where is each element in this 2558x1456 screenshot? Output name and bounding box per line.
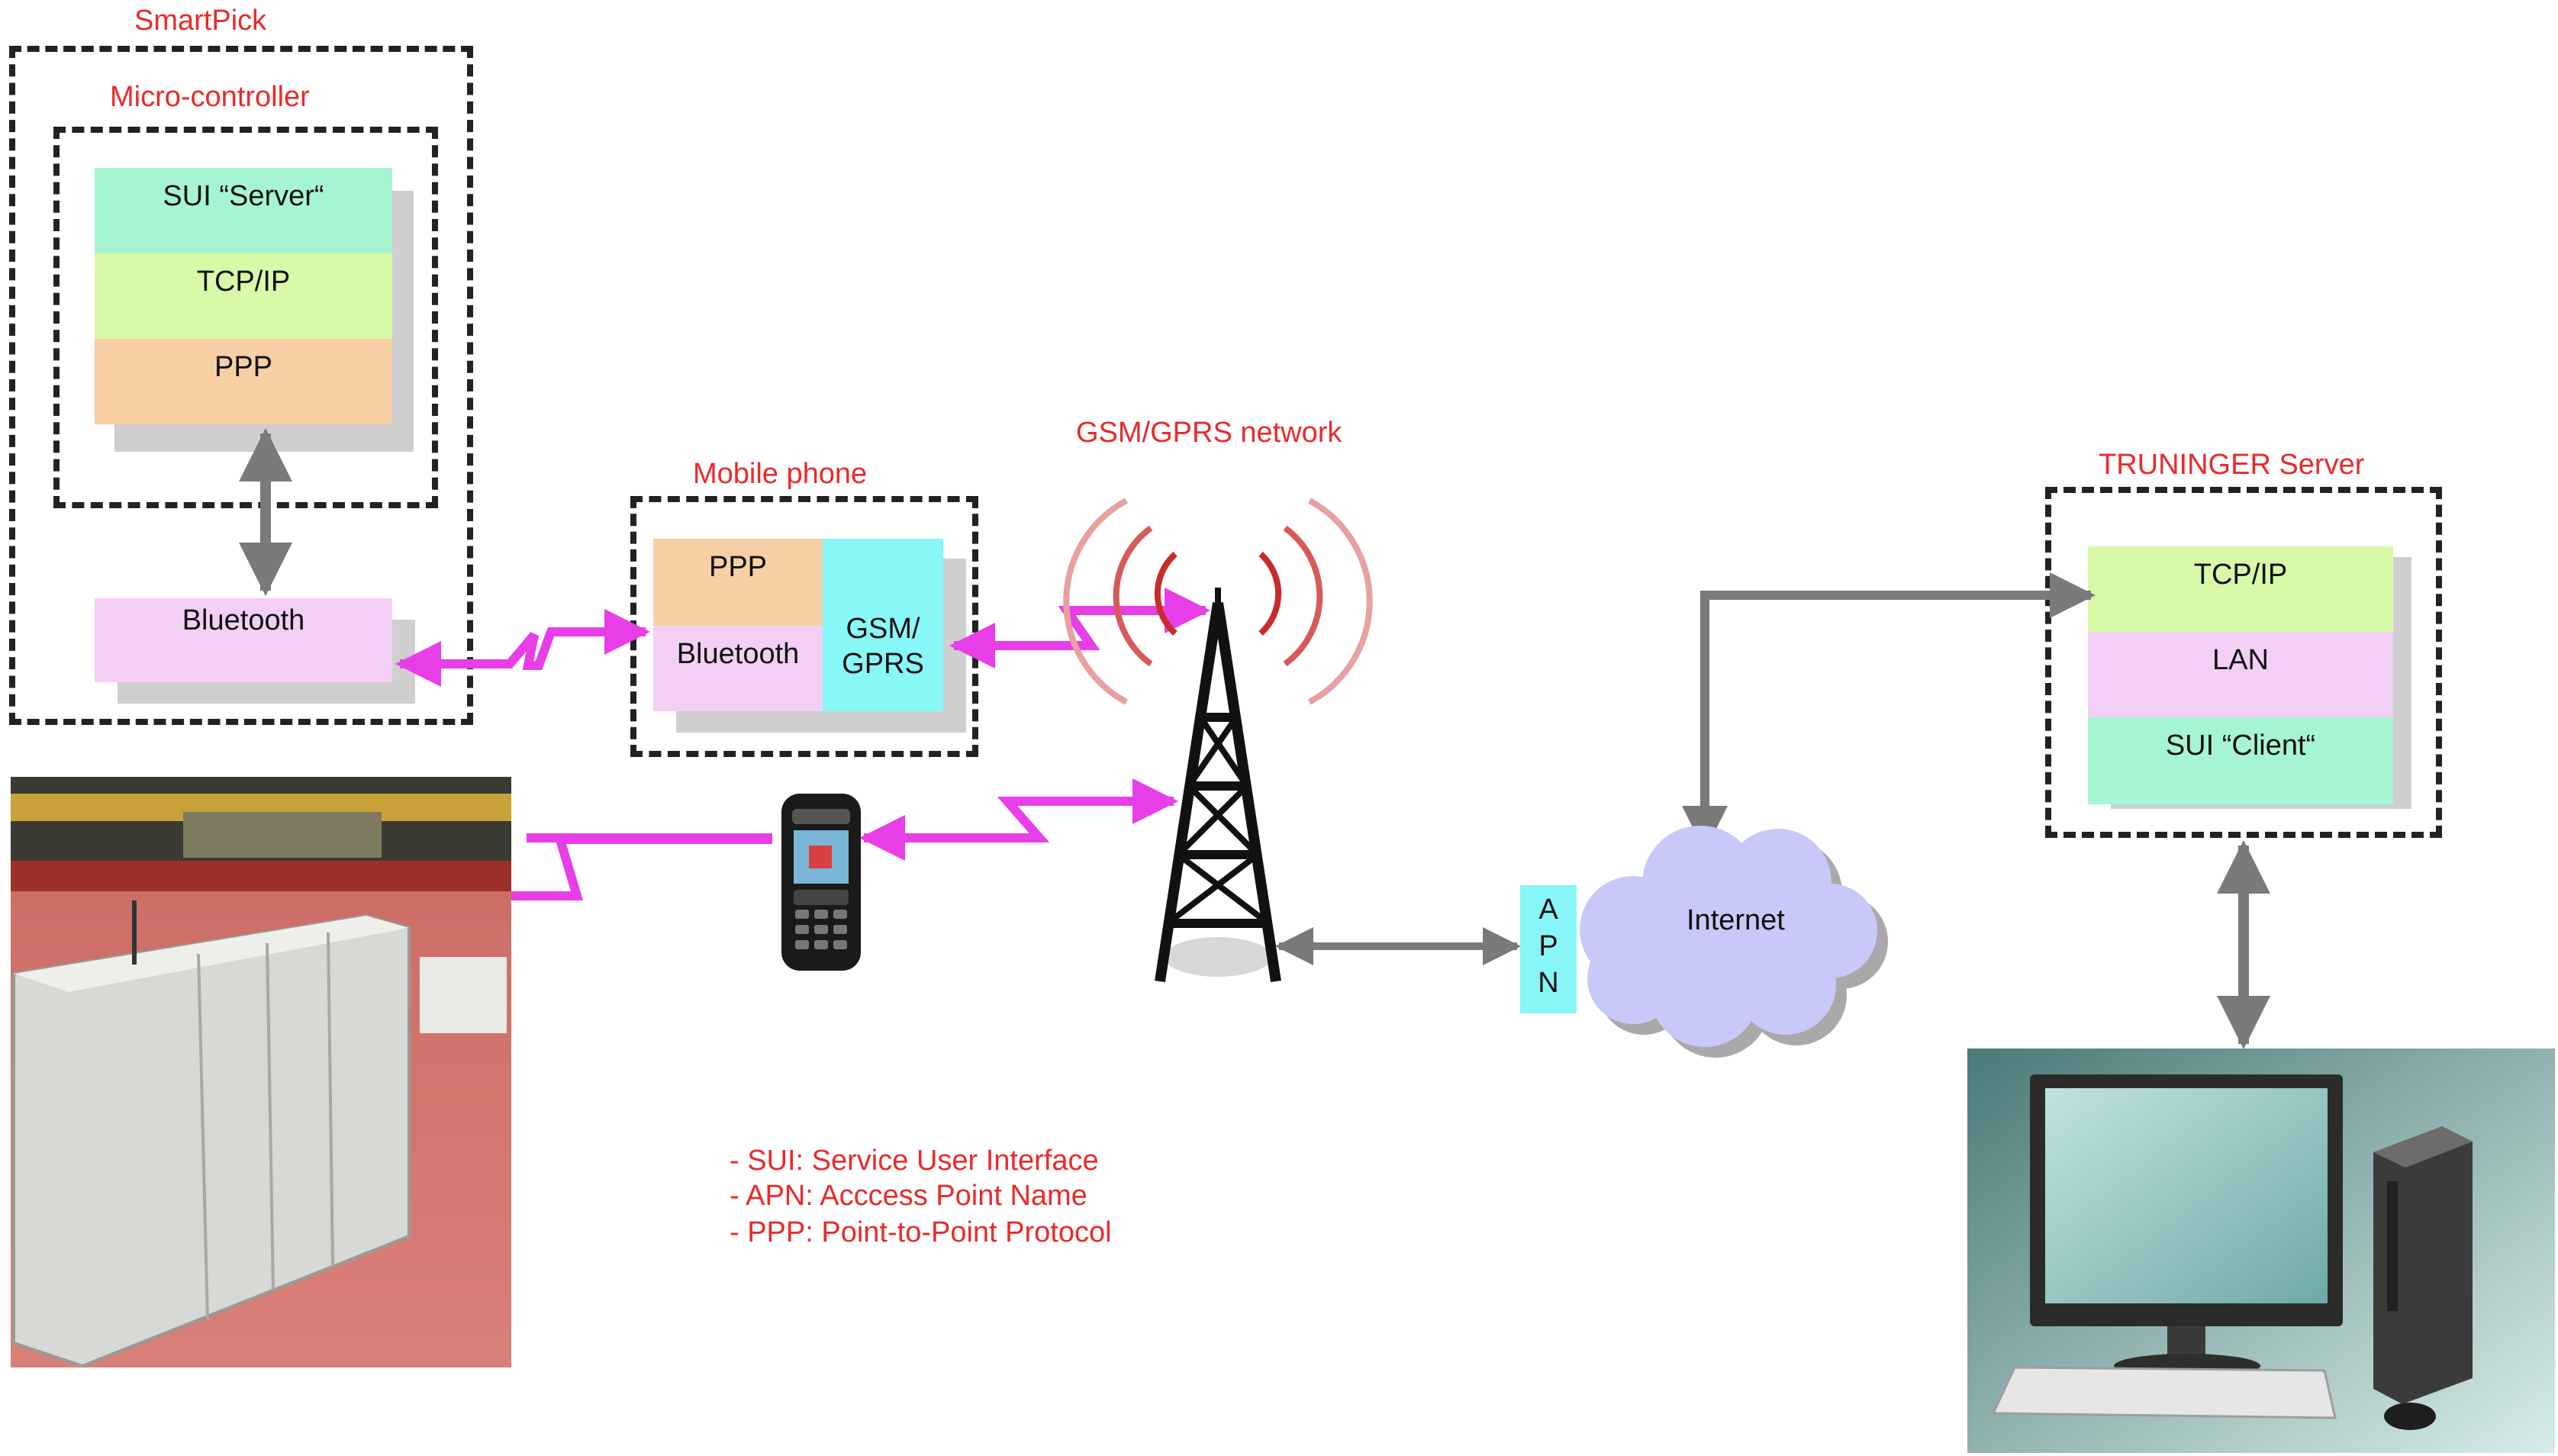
mobile-phone-title: Mobile phone: [693, 458, 868, 490]
gsm-network-title: GSM/GPRS network: [1076, 417, 1342, 449]
legend-apn: - APN: Acccess Point Name: [730, 1180, 1087, 1212]
server-lan-layer: LAN: [2088, 632, 2393, 717]
apn-block: [1520, 885, 1577, 1013]
phone-ppp-layer: PPP: [653, 539, 823, 626]
smartpick-title: SmartPick: [134, 5, 267, 37]
microcontroller-title: Micro-controller: [110, 81, 310, 113]
apn-letter-n: N: [1538, 967, 1558, 999]
bluetooth-wireless-link: [395, 609, 650, 687]
desktop-pc-photo: [1967, 1049, 2555, 1453]
smartpick-bluetooth-block: Bluetooth: [95, 598, 392, 682]
gsm-tower-link: [949, 588, 1210, 668]
gsm-tower-icon: [1063, 498, 1373, 983]
tcpip-layer: TCP/IP: [95, 253, 392, 339]
server-tcpip-layer: TCP/IP: [2088, 546, 2393, 632]
truninger-server-title: TRUNINGER Server: [2099, 449, 2365, 481]
gsm-label-line1: GSM/: [846, 613, 920, 645]
ppp-layer: PPP: [95, 339, 392, 424]
phone-bluetooth-layer: Bluetooth: [653, 626, 823, 711]
mobile-handset-icon: [781, 794, 861, 971]
internet-label: Internet: [1687, 904, 1785, 936]
internet-cloud-icon: [1580, 826, 1888, 1058]
legend-ppp: - PPP: Point-to-Point Protocol: [730, 1216, 1112, 1248]
sui-server-layer: SUI “Server“: [95, 168, 392, 253]
smartpick-container: [9, 46, 473, 725]
apn-letter-p: P: [1538, 930, 1558, 962]
legend-sui: - SUI: Service User Interface: [730, 1145, 1099, 1177]
phone-gsm-gprs-layer: GSM/ GPRS: [823, 539, 943, 711]
phone-tower-link: [859, 778, 1178, 861]
server-sui-client-layer: SUI “Client“: [2088, 717, 2393, 804]
gsm-label-line2: GPRS: [842, 648, 924, 680]
internet-server-link: [1682, 572, 2096, 852]
apn-letter-a: A: [1538, 894, 1558, 926]
smartpick-machine-photo: [11, 777, 511, 1368]
